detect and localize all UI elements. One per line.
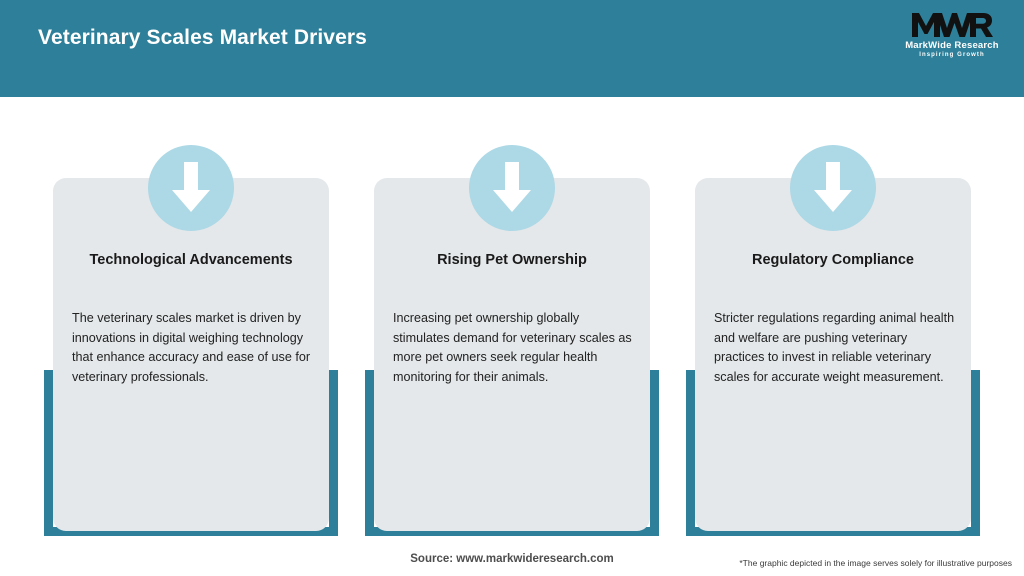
logo-tagline: Inspiring Growth [919,52,985,58]
mwr-monogram-icon [898,9,1006,39]
driver-card[interactable]: Technological Advancements The veterinar… [44,97,338,540]
driver-card[interactable]: Rising Pet Ownership Increasing pet owne… [365,97,659,540]
arrow-down-icon [790,145,876,231]
card-body-text: Increasing pet ownership globally stimul… [393,311,632,384]
page-title: Veterinary Scales Market Drivers [38,26,367,49]
driver-card[interactable]: Regulatory Compliance Stricter regulatio… [686,97,980,540]
arrow-down-icon [148,145,234,231]
brand-logo: MarkWide Research Inspiring Growth [898,9,1006,61]
card-panel: Rising Pet Ownership Increasing pet owne… [374,178,650,531]
driver-cards-container: Technological Advancements The veterinar… [0,97,1024,540]
arrow-down-icon [469,145,555,231]
card-title: Technological Advancements [89,252,293,268]
card-panel: Technological Advancements The veterinar… [53,178,329,531]
card-body-text: The veterinary scales market is driven b… [72,311,311,384]
logo-company-name: MarkWide Research [905,40,999,51]
card-title: Regulatory Compliance [752,252,914,268]
disclaimer-note: *The graphic depicted in the image serve… [739,558,1012,568]
source-label: Source: www.markwideresearch.com [410,553,614,565]
card-body-text: Stricter regulations regarding animal he… [714,311,955,384]
card-panel: Regulatory Compliance Stricter regulatio… [695,178,971,531]
card-title: Rising Pet Ownership [437,252,587,268]
header-bar: Veterinary Scales Market Drivers MarkWid… [0,0,1024,97]
